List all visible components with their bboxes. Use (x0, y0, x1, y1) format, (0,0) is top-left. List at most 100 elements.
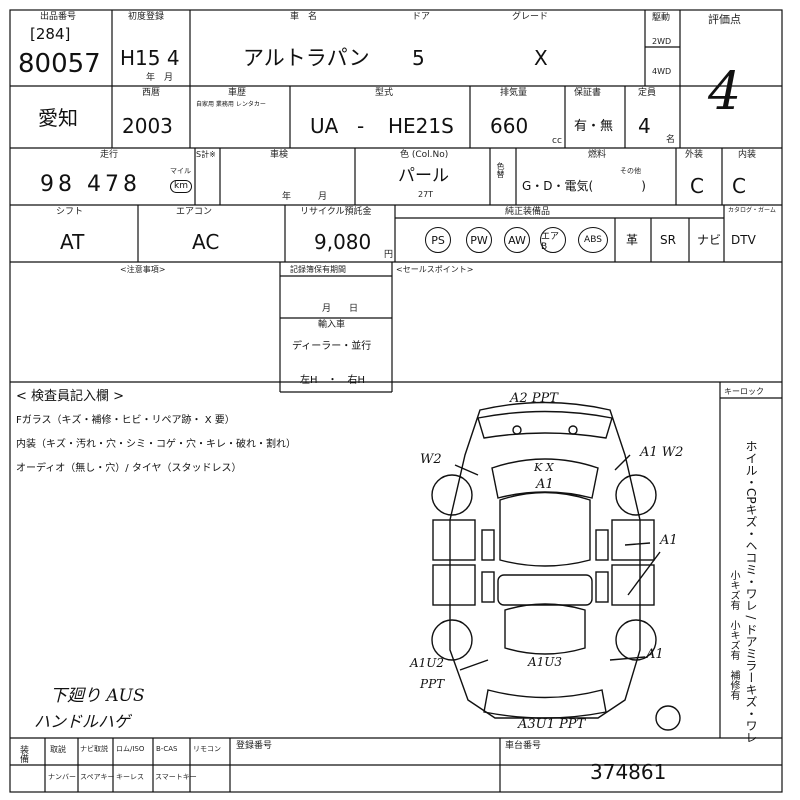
handle-position: 左H ・ 右H (300, 375, 366, 386)
import-label: 輸入車 (318, 320, 346, 330)
sales-point-label: <セールスポイント> (396, 265, 474, 274)
year: 2003 (122, 114, 173, 138)
inspector-line-interior: 内装（キズ・汚れ・穴・シミ・コゲ・穴・キレ・破れ・割れ） (16, 439, 296, 450)
interior-label: 内装 (738, 150, 757, 160)
footer-item-remote: リモコン (193, 745, 221, 753)
equipment-aw: AW (504, 227, 530, 253)
inspector-line-audio: オーディオ（無し・穴）/ タイヤ（スタッドレス） (16, 463, 242, 474)
footer-item-bcas: B-CAS (156, 745, 178, 753)
side-note-sub: 小キズ有 小キズ有 補修有 (728, 570, 739, 700)
car-name-label: 車 名 (290, 12, 318, 22)
footer-item-spare-key: スペアキー (80, 773, 115, 781)
ac-label: エアコン (176, 207, 213, 217)
history-sub: 自家用 業務用 レンタカー (196, 101, 266, 108)
mark-top: A2 PPT (510, 391, 558, 406)
mark-kx: K X (534, 461, 554, 474)
color-change: 色替 (496, 162, 505, 178)
region: 愛知 (38, 106, 78, 130)
fuel-label: 燃料 (588, 150, 607, 160)
chassis-label: 車台番号 (505, 741, 542, 751)
model-dash: - (357, 114, 365, 138)
displacement-label: 排気量 (500, 88, 528, 98)
footer-item-plate: ナンバー (48, 773, 76, 781)
chassis-number: 374861 (590, 760, 667, 784)
handwritten-underbody: 下廻り AUS (50, 686, 145, 706)
equipment-pw: PW (466, 227, 492, 253)
displacement: 660 (490, 114, 529, 138)
mileage-label: 走行 (100, 150, 119, 160)
score-label: 評価点 (708, 13, 741, 26)
mark-a1-center: A1 (536, 477, 554, 492)
footer-equipment-label: 装備 (18, 745, 28, 763)
equipment-sr: SR (660, 233, 676, 247)
color-label: 色 (Col.No) (400, 150, 449, 160)
handwritten-steering: ハンドルハゲ (34, 712, 131, 731)
drive-4wd: 4WD (652, 67, 672, 76)
model-label: 型式 (375, 88, 394, 98)
history-label: 車歴 (228, 88, 247, 98)
caution-label: <注意事項> (120, 265, 166, 274)
drive-2wd: 2WD (652, 37, 672, 46)
keylock-label: キーロック (724, 387, 764, 396)
exterior-label: 外装 (685, 150, 704, 160)
register-label: 登録番号 (236, 741, 273, 751)
doors-label: ドア (412, 12, 431, 22)
equipment-ps: PS (425, 227, 451, 253)
mark-a1-right: A1 (660, 533, 678, 548)
recycle-label: リサイクル預託金 (300, 207, 372, 217)
import-options: ディーラー・並行 (292, 341, 372, 352)
side-note: ホイル・CPキズ・ヘコミ・ワレ / ドアミラーキズ・ワレ (744, 440, 758, 744)
inspector-title: < 検査員記入欄 > (16, 389, 125, 404)
footer-item-smart-key: スマートキー (155, 773, 197, 781)
shift-label: シフト (56, 207, 84, 217)
footer-item-manual: 取説 (50, 745, 66, 754)
color: パール (398, 166, 449, 186)
warranty-label: 保証書 (574, 88, 602, 98)
catalog-label: カタログ・ガーム (728, 207, 776, 214)
equipment-leather: 革 (626, 233, 639, 247)
equipment-navi: ナビ (697, 233, 722, 247)
inspection-ym: 年 月 (282, 192, 328, 202)
recycle: 9,080 (314, 230, 372, 254)
equipment-abs: ABS (578, 227, 608, 253)
warranty-month-day: 月 日 (322, 304, 359, 314)
score: 4 (708, 62, 742, 122)
footer-item-keyless: キーレス (116, 773, 144, 781)
lot-number: 80057 (18, 49, 101, 79)
model-code: HE21S (388, 114, 454, 138)
equipment-airbag: エアB (540, 227, 566, 253)
footer-item-rom: ロム/ISO (116, 745, 145, 753)
first-reg-value: H15 4 (120, 46, 180, 70)
lot-label: 出品番号 (40, 12, 77, 22)
exterior: C (690, 174, 704, 198)
mark-a1u2: A1U2 (410, 656, 445, 670)
first-reg-label: 初度登録 (128, 12, 165, 22)
first-reg-month-mark: 年 月 (146, 73, 174, 83)
cc-unit: cc (552, 136, 562, 146)
interior: C (732, 174, 746, 198)
shift: AT (60, 230, 85, 254)
mark-ppt-left: PPT (420, 677, 445, 691)
color-no: 27T (418, 190, 434, 199)
equipment-label: 純正装備品 (505, 207, 551, 217)
mileage: 98 478 (40, 172, 141, 197)
km-unit: km (170, 180, 192, 193)
yen-unit: 円 (384, 250, 394, 260)
fuel: G・D・電気( ) (522, 179, 646, 193)
capacity-label: 定員 (638, 88, 657, 98)
year-label: 西暦 (142, 88, 161, 98)
mark-w2: W2 (420, 452, 442, 467)
grade: X (534, 46, 548, 70)
capacity-unit: 名 (666, 135, 676, 145)
capacity: 4 (638, 114, 651, 138)
mark-a1u3: A1U3 (528, 655, 563, 669)
drive-label: 駆動 (652, 13, 671, 23)
car-name: アルトラパン (243, 46, 370, 70)
mark-a1-lower-right: A1 (646, 647, 664, 662)
model-prefix: UA (310, 114, 339, 138)
warranty-expiry-label: 記録簿保有期間 (290, 265, 346, 274)
odo-label: S計※ (196, 150, 216, 159)
mark-a1w2: A1 W2 (640, 445, 684, 460)
